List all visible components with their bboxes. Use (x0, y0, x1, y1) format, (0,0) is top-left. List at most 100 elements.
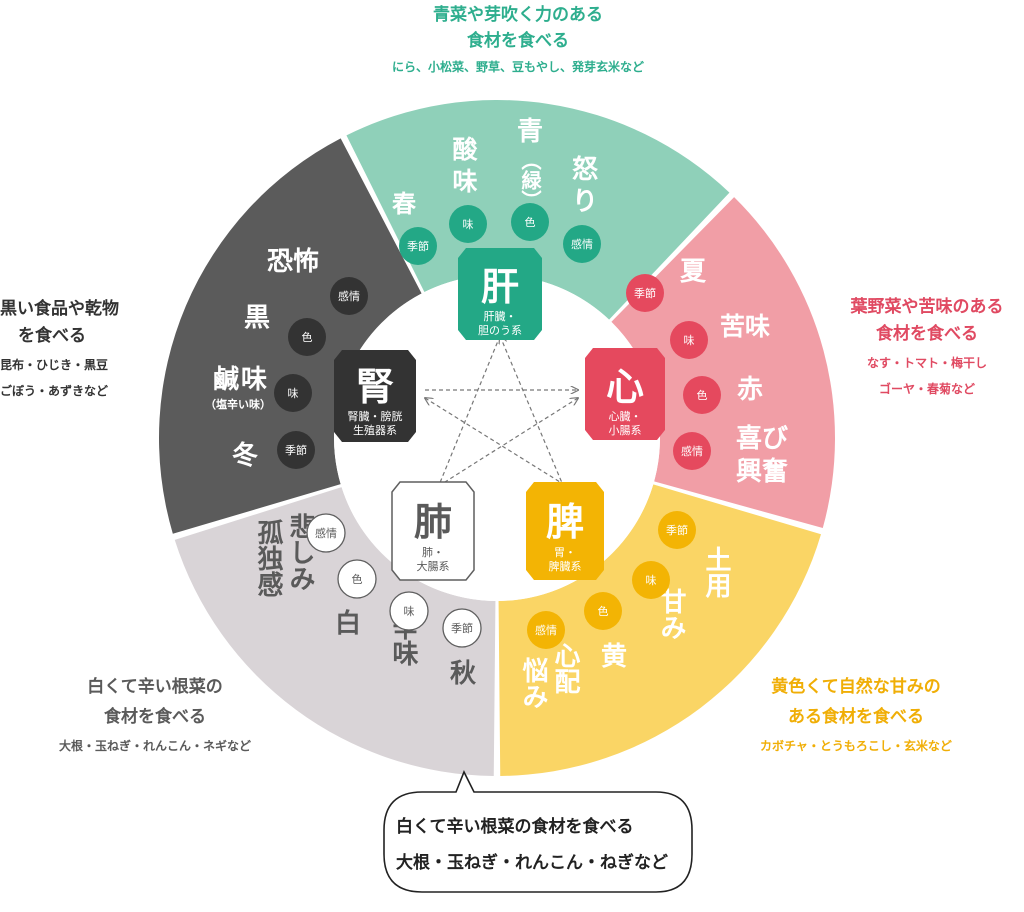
spleen-note-1: 黄色くて自然な甘みの (771, 677, 941, 697)
heart-tag-color: 色 (697, 388, 708, 402)
ring-sector-spleen (498, 484, 821, 776)
heart-color: 赤 (737, 375, 763, 405)
lung-emotion-2: 孤独感 (253, 518, 283, 597)
organ-heart-sub-1: 心臓・ (609, 410, 642, 423)
liver-tag-taste: 味 (463, 218, 474, 231)
organ-badge-spleen: 脾 胃・ 脾臓系 (526, 482, 604, 580)
liver-emotion-2: り (572, 187, 598, 217)
organ-liver-sub-2: 胆のう系 (478, 324, 522, 337)
kidney-labels: 恐怖 黒 鹹 味 （塩辛い味） 冬 (205, 246, 319, 471)
lung-note-1: 白くて辛い根菜の (87, 677, 223, 697)
arrow-spleen-kidney (425, 398, 569, 488)
spleen-season: 土用 (701, 546, 731, 599)
liver-color: 青 (517, 117, 543, 147)
kidney-taste-note: （塩辛い味） (205, 397, 271, 411)
lung-season: 秋 (450, 659, 477, 689)
kidney-note: 黒い食品や乾物 を食べる 昆布・ひじき・黒豆 ごぼう・あずきなど (0, 296, 150, 402)
spleen-tag-emotion: 感情 (535, 624, 557, 637)
liver-season: 春 (392, 190, 416, 218)
liver-emotion-1: 怒 (572, 155, 598, 185)
spleen-tag-season: 季節 (666, 523, 688, 537)
kidney-note-2: を食べる (18, 326, 86, 346)
heart-tags: 季節 味 色 感情 (626, 274, 721, 470)
organ-badge-lung: 肺 肺・ 大腸系 (391, 481, 475, 581)
kidney-taste-2: 味 (241, 365, 267, 395)
spleen-note-2: ある食材を食べる (788, 707, 924, 727)
kidney-note-4: ごぼう・あずきなど (0, 384, 109, 398)
heart-emotion-1: 喜び (736, 424, 788, 454)
heart-note-1: 葉野菜や苦味のある (850, 297, 1004, 317)
spleen-tag-taste: 味 (646, 574, 657, 587)
heart-season: 夏 (680, 257, 707, 287)
organ-kidney-sub-1: 腎臓・膀胱 (348, 409, 403, 423)
heart-labels: 夏 苦味 赤 喜び 興奮 (680, 257, 788, 487)
organ-spleen: 脾 (546, 500, 584, 544)
lung-color: 白 (335, 608, 361, 639)
bubble-line-1: 白くて辛い根菜の食材を食べる (396, 817, 634, 837)
lung-tag-season: 季節 (451, 621, 473, 635)
organ-kidney-sub-2: 生殖器系 (353, 423, 397, 437)
heart-note: 葉野菜や苦味のある 食材を食べる なす・トマト・梅干し ゴーヤ・春菊など (832, 294, 1022, 400)
lung-tags: 感情 色 味 季節 (306, 513, 482, 648)
speech-bubble: 白くて辛い根菜の食材を食べる 大根・玉ねぎ・れんこん・ねぎなど (374, 770, 704, 900)
kidney-note-1: 黒い食品や乾物 (0, 299, 119, 319)
kidney-tag-color: 色 (302, 330, 313, 344)
kidney-taste-1: 鹹 (213, 365, 239, 395)
lung-tag-emotion: 感情 (315, 527, 337, 540)
heart-tag-season: 季節 (634, 286, 656, 300)
organ-badge-kidney: 腎 腎臓・膀胱 生殖器系 (334, 350, 416, 442)
organ-heart-sub-2: 小腸系 (609, 424, 642, 437)
lung-tag-taste: 味 (404, 605, 415, 618)
kidney-tag-emotion: 感情 (338, 290, 360, 303)
liver-note-1: 青菜や芽吹く力のある (433, 5, 603, 25)
kidney-tag-season: 季節 (285, 443, 307, 457)
organ-spleen-sub-1: 胃・ (554, 546, 576, 559)
liver-tags: 季節 味 色 感情 (399, 203, 601, 265)
spleen-note-3: カボチャ・とうもろこし・玄米など (760, 739, 952, 753)
organ-lung: 肺 (414, 500, 452, 544)
liver-tag-emotion: 感情 (571, 238, 593, 251)
spleen-note: 黄色くて自然な甘みの ある食材を食べる カボチャ・とうもろこし・玄米など (716, 672, 996, 760)
kidney-color: 黒 (244, 303, 270, 333)
liver-tag-color: 色 (525, 215, 536, 229)
speech-bubble-shape (383, 770, 693, 893)
organ-liver: 肝 (481, 265, 519, 309)
lung-note: 白くて辛い根菜の 食材を食べる 大根・玉ねぎ・れんこん・ネギなど (20, 672, 290, 760)
liver-note: 青菜や芽吹く力のある 食材を食べる にら、小松菜、野草、豆もやし、発芽玄米など (358, 2, 678, 80)
heart-tag-emotion: 感情 (681, 445, 703, 458)
kidney-tags: 感情 色 味 季節 (274, 277, 368, 469)
cycle-arrows (425, 336, 578, 490)
liver-taste-2: 味 (452, 167, 477, 196)
ring-sector-heart (611, 197, 835, 529)
heart-tag-taste: 味 (684, 334, 695, 347)
organ-badge-liver: 肝 肝臓・ 胆のう系 (458, 248, 542, 340)
liver-note-2: 食材を食べる (467, 31, 569, 51)
kidney-emotion: 恐怖 (267, 246, 319, 277)
heart-note-2: 食材を食べる (876, 324, 978, 344)
spleen-labels: 土用 甘み 黄 心配 悩み (518, 546, 731, 709)
liver-color-paren: （緑） (518, 150, 542, 210)
bubble-line-2: 大根・玉ねぎ・れんこん・ねぎなど (396, 853, 668, 873)
kidney-note-3: 昆布・ひじき・黒豆 (0, 358, 109, 372)
organ-spleen-sub-2: 脾臓系 (549, 559, 582, 573)
spleen-taste: 甘み (656, 588, 686, 640)
organ-kidney: 腎 (356, 365, 394, 409)
organ-lung-sub-1: 肺・ (422, 546, 444, 559)
liver-labels: 春 酸 味 青 （緑） 怒 り (392, 117, 598, 218)
heart-taste: 苦味 (720, 312, 770, 341)
liver-tag-season: 季節 (407, 239, 429, 253)
lung-tag-color: 色 (352, 572, 363, 586)
lung-note-3: 大根・玉ねぎ・れんこん・ネギなど (58, 739, 251, 753)
organ-lung-sub-2: 大腸系 (417, 559, 450, 573)
heart-emotion-2: 興奮 (736, 457, 788, 487)
kidney-season: 冬 (232, 441, 258, 471)
spleen-tag-color: 色 (598, 604, 609, 618)
organ-badge-heart: 心 心臓・ 小腸系 (585, 348, 665, 440)
spleen-tags: 季節 味 色 感情 (527, 511, 696, 649)
liver-note-3: にら、小松菜、野草、豆もやし、発芽玄米など (391, 60, 644, 74)
organ-liver-sub-1: 肝臓・ (484, 310, 517, 323)
spleen-color: 黄 (601, 642, 627, 672)
spleen-emotion-2: 悩み (518, 657, 548, 709)
